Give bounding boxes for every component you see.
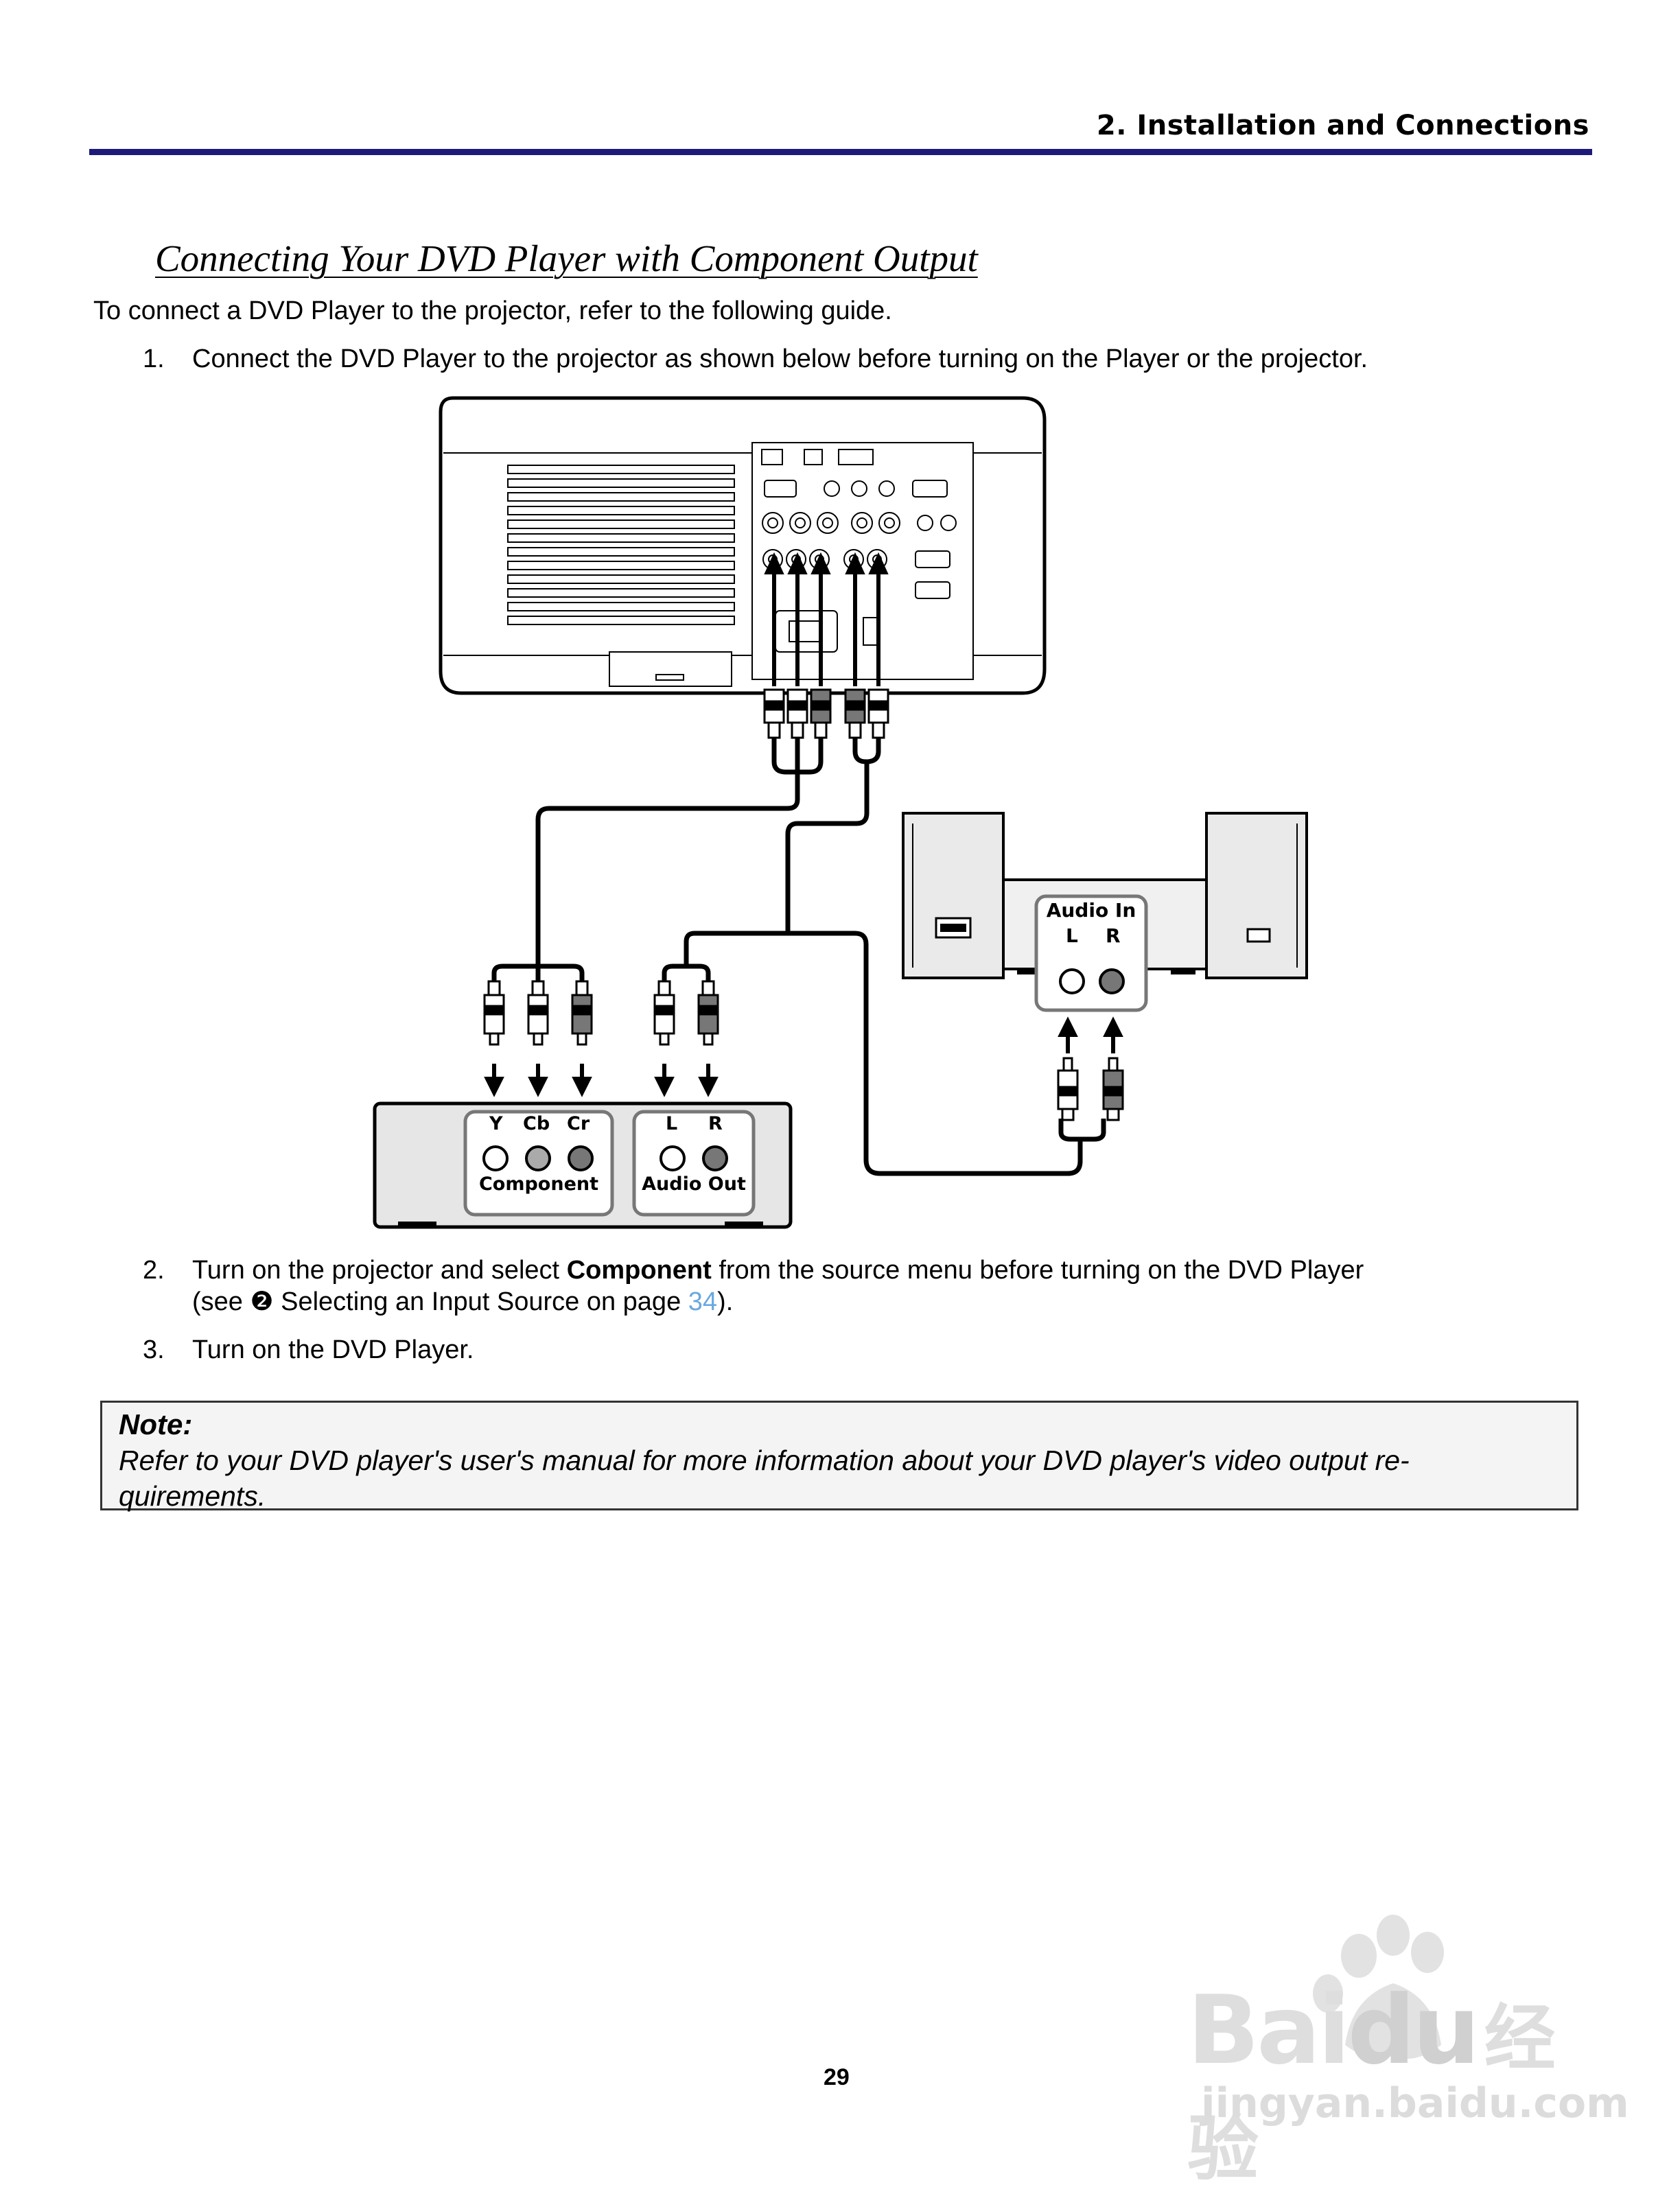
step-text: Turn on the projector and select Compone… [192, 1256, 1364, 1285]
step-text-cont: (see ❷ Selecting an Input Source on page… [192, 1287, 734, 1316]
step-number: 3. [143, 1335, 165, 1364]
dvd-input-arrows [484, 1064, 719, 1097]
audio-in-panel: Audio In L R [1036, 899, 1146, 949]
projector-vents [507, 465, 735, 625]
watermark-brand: Bai [1187, 1975, 1351, 2086]
note-body: Refer to your DVD player's user's manual… [119, 1445, 1410, 1512]
audio-out-left-label: L [666, 1113, 678, 1134]
audio-in-right-label: R [1106, 924, 1121, 947]
watermark-url: jingyan.baidu.com [1201, 2079, 1629, 2127]
step-number: 2. [143, 1256, 165, 1285]
header-rule [89, 149, 1592, 155]
connection-diagram [373, 396, 1308, 1229]
cables [491, 738, 1106, 1176]
jack-cb [525, 1145, 551, 1171]
projector-input-arrows [764, 552, 889, 686]
dvd-player [373, 1101, 793, 1229]
audio-out-right-label: R [708, 1113, 723, 1134]
audio-out-label: Audio Out [642, 1173, 746, 1195]
dvd-plugs [483, 980, 719, 1046]
component-emphasis: Component [566, 1256, 712, 1285]
step-text: Connect the DVD Player to the projector … [192, 344, 1368, 373]
audio-input-arrows [1058, 1016, 1123, 1053]
note-title: Note: [119, 1408, 193, 1440]
note-box: Note: Refer to your DVD player's user's … [100, 1401, 1578, 1512]
jack-y [482, 1145, 509, 1171]
header-title: 2. Installation and Connections [1096, 110, 1589, 141]
audio-in-left-label: L [1066, 924, 1078, 947]
projector [439, 396, 1047, 695]
component-cr-label: Cr [567, 1113, 590, 1134]
component-cb-label: Cb [523, 1113, 550, 1134]
jack-audio-in-r [1099, 968, 1125, 994]
paw-logo-icon [1313, 1915, 1444, 2059]
page-number: 29 [824, 2064, 850, 2090]
jack-audio-in-l [1059, 968, 1085, 994]
section-title: Connecting Your DVD Player with Componen… [155, 237, 978, 279]
audio-in-title: Audio In [1046, 899, 1136, 922]
baidu-watermark: Baidu经验 jingyan.baidu.com [1187, 1908, 1629, 2191]
step-text: Turn on the DVD Player. [192, 1335, 474, 1364]
step-number: 1. [143, 344, 165, 373]
jack-audio-out-r [702, 1145, 728, 1171]
jack-audio-out-l [660, 1145, 686, 1171]
audio-system [902, 812, 1308, 1012]
component-label: Component [478, 1173, 599, 1195]
watermark-brand2: du [1347, 1975, 1480, 2086]
page-link[interactable]: 34 [688, 1287, 718, 1316]
jack-cr [568, 1145, 594, 1171]
component-y-label: Y [489, 1113, 503, 1134]
intro-text: To connect a DVD Player to the projector… [93, 296, 892, 325]
projector-plugs [763, 688, 889, 739]
audio-plugs [1057, 1057, 1124, 1121]
